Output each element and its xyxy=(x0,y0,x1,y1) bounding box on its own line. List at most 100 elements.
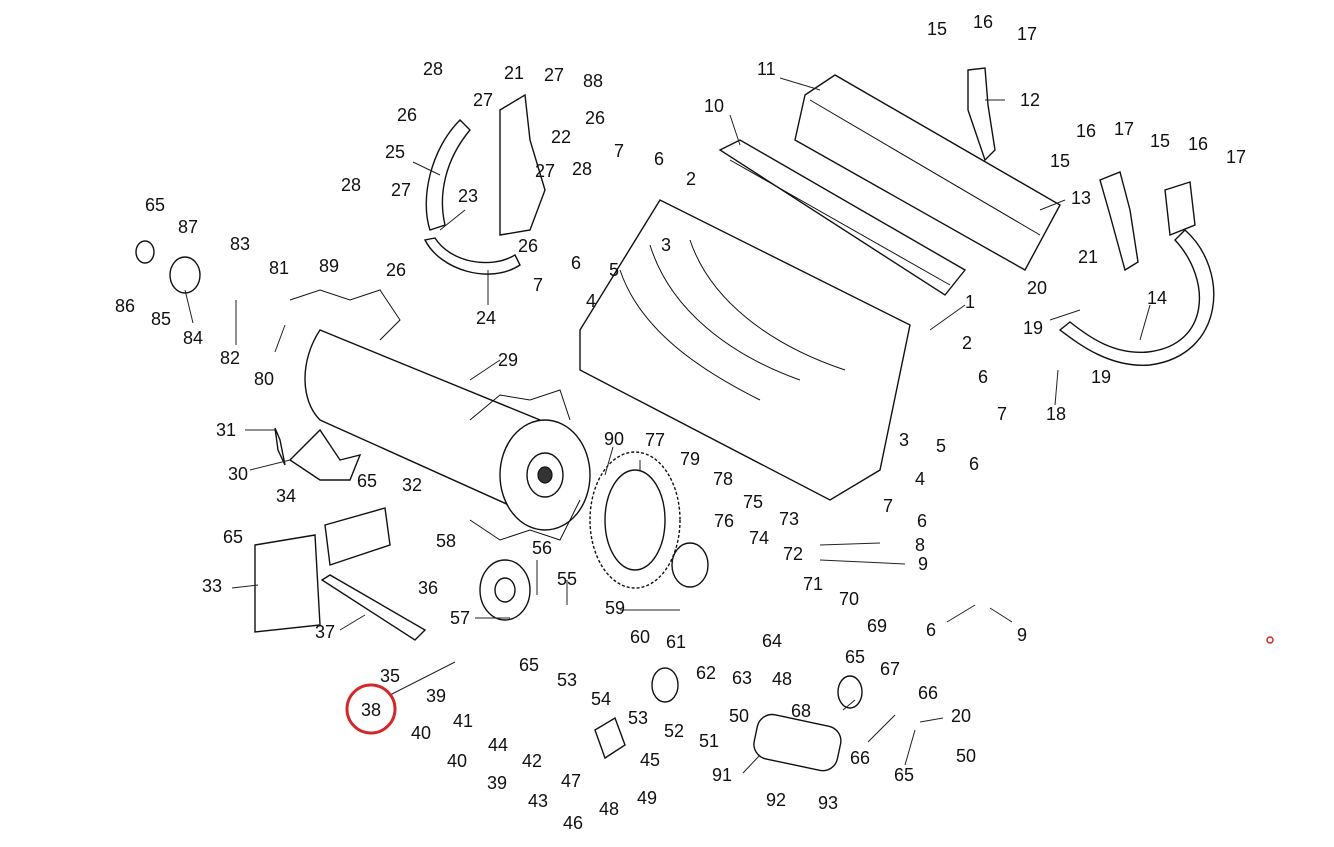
label-48: 48 xyxy=(599,799,619,819)
label-46: 46 xyxy=(563,813,583,833)
part-14-curved-strap xyxy=(1058,229,1215,366)
label-80: 80 xyxy=(254,369,274,389)
label-6: 6 xyxy=(978,367,988,387)
label-76: 76 xyxy=(714,511,734,531)
label-60: 60 xyxy=(630,627,650,647)
part-77-ring-gear xyxy=(589,451,681,589)
label-28: 28 xyxy=(572,159,592,179)
label-40: 40 xyxy=(411,723,431,743)
label-47: 47 xyxy=(561,771,581,791)
label-93: 93 xyxy=(818,793,838,813)
label-53: 53 xyxy=(628,708,648,728)
label-34: 34 xyxy=(276,486,296,506)
label-92: 92 xyxy=(766,790,786,810)
label-3: 3 xyxy=(899,430,909,450)
label-89: 89 xyxy=(319,256,339,276)
label-28: 28 xyxy=(341,175,361,195)
part-22-25-guard xyxy=(423,93,546,275)
label-65: 65 xyxy=(519,655,539,675)
label-1: 1 xyxy=(965,292,975,312)
label-17: 17 xyxy=(1226,147,1246,167)
label-23: 23 xyxy=(458,186,478,206)
label-58: 58 xyxy=(436,531,456,551)
label-36: 36 xyxy=(418,578,438,598)
label-16: 16 xyxy=(1188,134,1208,154)
label-74: 74 xyxy=(749,528,769,548)
label-20: 20 xyxy=(1027,278,1047,298)
part-32-shield xyxy=(324,507,391,566)
label-21: 21 xyxy=(1078,247,1098,267)
label-14: 14 xyxy=(1147,288,1167,308)
label-40: 40 xyxy=(447,751,467,771)
label-33: 33 xyxy=(202,576,222,596)
label-15: 15 xyxy=(927,19,947,39)
label-51: 51 xyxy=(699,731,719,751)
label-26: 26 xyxy=(386,260,406,280)
part-13-bracket xyxy=(1099,171,1196,272)
label-86: 86 xyxy=(115,296,135,316)
label-55: 55 xyxy=(557,569,577,589)
label-41: 41 xyxy=(453,711,473,731)
part-84-flange xyxy=(135,240,201,294)
label-3: 3 xyxy=(661,235,671,255)
label-82: 82 xyxy=(220,348,240,368)
label-17: 17 xyxy=(1017,24,1037,44)
part-58-pulley xyxy=(479,559,531,621)
label-54: 54 xyxy=(591,689,611,709)
label-13: 13 xyxy=(1071,188,1091,208)
part-52-sprocket xyxy=(651,667,679,703)
label-65: 65 xyxy=(845,647,865,667)
label-39: 39 xyxy=(426,686,446,706)
label-26: 26 xyxy=(518,236,538,256)
label-27: 27 xyxy=(473,90,493,110)
label-66: 66 xyxy=(850,748,870,768)
label-7: 7 xyxy=(614,141,624,161)
part-12-bracket xyxy=(967,67,996,162)
part-1-concave-housing xyxy=(579,199,911,501)
label-31: 31 xyxy=(216,420,236,440)
part-37-shaft xyxy=(320,574,427,641)
part-30-bracket xyxy=(274,427,362,481)
label-65: 65 xyxy=(357,471,377,491)
label-71: 71 xyxy=(803,574,823,594)
label-65: 65 xyxy=(894,765,914,785)
label-88: 88 xyxy=(583,71,603,91)
label-56: 56 xyxy=(532,538,552,558)
label-53: 53 xyxy=(557,670,577,690)
label-44: 44 xyxy=(488,735,508,755)
label-67: 67 xyxy=(880,659,900,679)
label-24: 24 xyxy=(476,308,496,328)
label-64: 64 xyxy=(762,631,782,651)
label-9: 9 xyxy=(1017,625,1027,645)
label-32: 32 xyxy=(402,475,422,495)
label-30: 30 xyxy=(228,464,248,484)
label-43: 43 xyxy=(528,791,548,811)
part-10-long-bar xyxy=(718,139,967,296)
label-17: 17 xyxy=(1114,119,1134,139)
label-16: 16 xyxy=(1076,121,1096,141)
label-66: 66 xyxy=(918,683,938,703)
label-84: 84 xyxy=(183,328,203,348)
part-76-hub xyxy=(671,542,709,588)
label-57: 57 xyxy=(450,608,470,628)
part-number-labels: 1 2 2 3 3 4 4 5 5 6 6 6 6 6 6 7 7 7 7 8 … xyxy=(115,12,1246,833)
label-5: 5 xyxy=(609,260,619,280)
label-63: 63 xyxy=(732,668,752,688)
part-68-small-gear xyxy=(837,675,863,709)
label-15: 15 xyxy=(1150,131,1170,151)
label-5: 5 xyxy=(936,436,946,456)
label-19: 19 xyxy=(1023,318,1043,338)
label-21: 21 xyxy=(504,63,524,83)
label-6: 6 xyxy=(969,454,979,474)
label-77: 77 xyxy=(645,430,665,450)
label-90: 90 xyxy=(604,429,624,449)
label-27: 27 xyxy=(544,65,564,85)
label-7: 7 xyxy=(997,404,1007,424)
label-27: 27 xyxy=(535,161,555,181)
label-6: 6 xyxy=(654,149,664,169)
part-33-shield xyxy=(254,534,321,633)
label-2: 2 xyxy=(962,333,972,353)
label-28: 28 xyxy=(423,59,443,79)
part-11-top-rail xyxy=(794,74,1061,271)
